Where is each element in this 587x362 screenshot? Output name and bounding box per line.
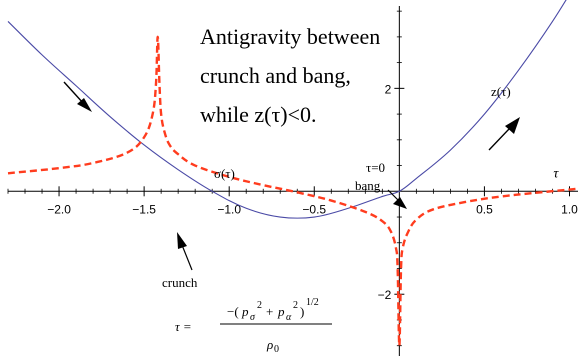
x-axis-label: τ xyxy=(553,166,559,181)
x-tick-label: −0.5 xyxy=(302,202,326,216)
y-tick-label: 2 xyxy=(385,82,392,96)
arrow-crunch-icon xyxy=(177,232,193,271)
annotation-layer: Antigravity between crunch and bang, whi… xyxy=(63,24,520,355)
arrow-upper-left-icon xyxy=(63,81,92,112)
x-tick-label: −1.5 xyxy=(132,202,156,216)
x-tick-label: −1.0 xyxy=(217,202,241,216)
x-tick-label: −2.0 xyxy=(47,202,71,216)
equation-close-paren: ) xyxy=(300,304,304,319)
title-line-3: while z(τ)<0. xyxy=(200,102,317,127)
crunch-label: crunch xyxy=(162,275,198,290)
axes-layer: −2.0−1.5−1.0−0.50.51.0−224τ xyxy=(7,6,578,356)
bang-label: bang xyxy=(355,178,381,193)
y-tick-label: −2 xyxy=(378,288,392,302)
equation-p-sigma: p xyxy=(241,304,249,319)
equation: τ = −( p σ 2 + p α 2 ) 1/2 ρ 0 xyxy=(175,297,332,355)
equation-power: 1/2 xyxy=(306,297,319,308)
equation-sub-sigma: σ xyxy=(250,312,256,323)
sigma-curve-label: σ(τ) xyxy=(214,166,235,181)
tau-zero-label: τ=0 xyxy=(366,160,385,175)
equation-denominator: ρ xyxy=(266,337,273,352)
series-line-z xyxy=(7,0,567,219)
equation-sq-2: 2 xyxy=(293,300,298,311)
x-tick-label: 0.5 xyxy=(476,202,493,216)
equation-sub-den: 0 xyxy=(274,344,279,355)
arrow-right-upper-icon xyxy=(488,117,520,151)
title-line-1: Antigravity between xyxy=(200,24,380,49)
equation-numerator-prefix: −( xyxy=(227,304,239,319)
equation-sub-alpha: α xyxy=(286,312,292,323)
equation-lhs: τ = xyxy=(175,319,192,334)
x-tick-label: 1.0 xyxy=(561,202,578,216)
title-line-2: crunch and bang, xyxy=(200,63,351,88)
equation-sq-1: 2 xyxy=(257,300,262,311)
arrow-bang-icon xyxy=(387,189,407,209)
equation-plus: + xyxy=(266,304,273,319)
series-line-sigma xyxy=(7,35,579,347)
series-layer xyxy=(7,0,579,347)
z-curve-label: z(τ) xyxy=(491,84,511,99)
equation-p-alpha: p xyxy=(277,304,285,319)
